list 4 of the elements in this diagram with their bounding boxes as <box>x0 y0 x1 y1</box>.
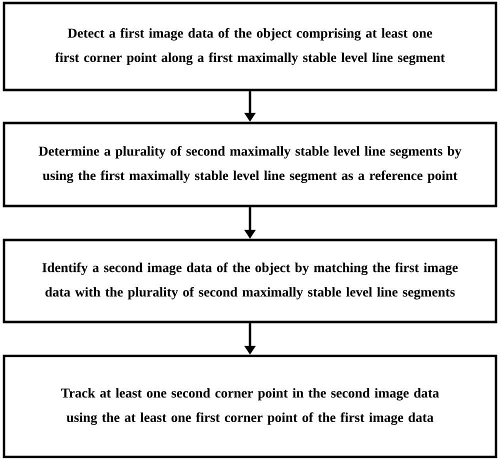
process-box: Track at least one second corner point in the second image data using the at least one first corner point of the first image data <box>2 354 498 458</box>
process-box: Identify a second image data of the object by matching the first image data with the plurality of second maximally stable level line segments <box>2 238 498 324</box>
process-box: Determine a plurality of second maximally stable level line segments by using the first maximally stable level line segment as a reference point <box>2 122 498 208</box>
process-box: Detect a first image data of the object comprising at least one first corner point along a first maximally stable level line segment <box>2 2 498 92</box>
